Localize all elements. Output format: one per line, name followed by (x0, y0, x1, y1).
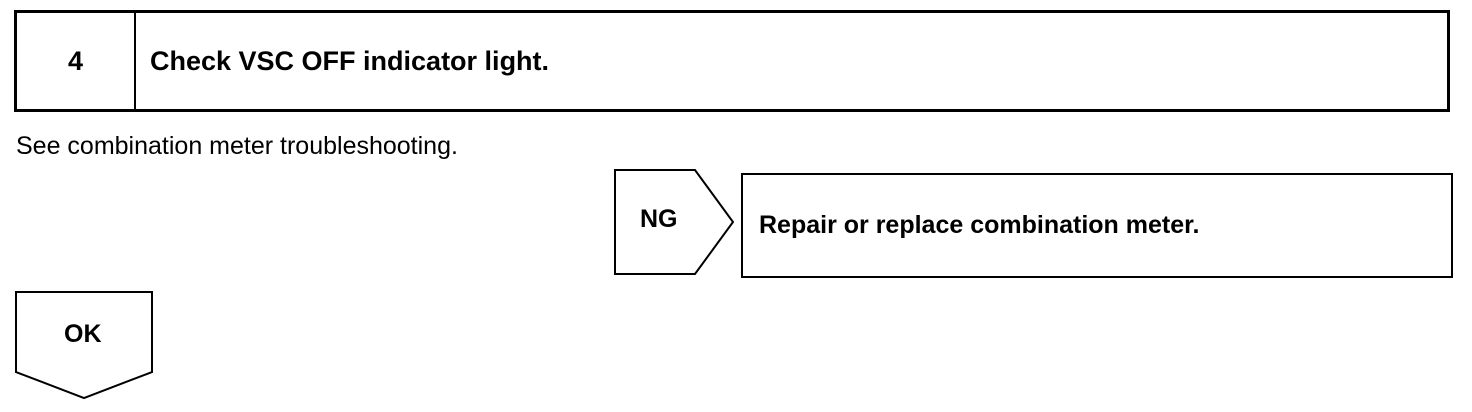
step-title: Check VSC OFF indicator light. (150, 45, 550, 76)
ok-arrow-shape (15, 291, 153, 400)
ng-action-box: Repair or replace combination meter. (741, 173, 1453, 278)
ng-label: NG (640, 205, 678, 233)
step-number: 4 (17, 13, 136, 109)
ok-label: OK (64, 320, 102, 348)
ng-arrow-shape (614, 169, 735, 275)
step-header-box: 4 Check VSC OFF indicator light. (14, 10, 1450, 112)
instruction-text: See combination meter troubleshooting. (16, 132, 458, 160)
